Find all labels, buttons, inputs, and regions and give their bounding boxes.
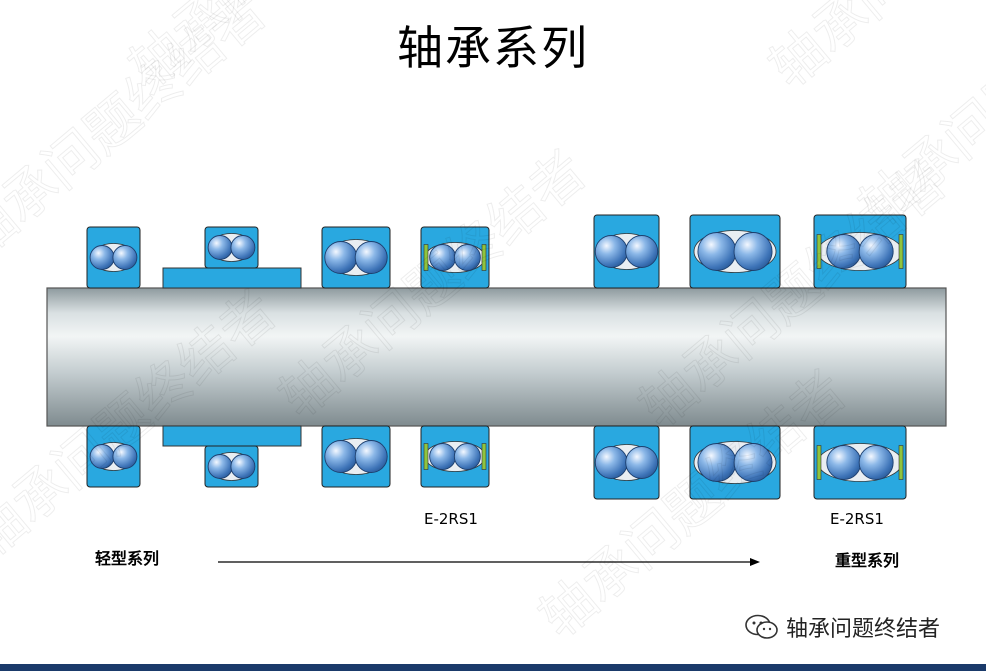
seal	[898, 234, 904, 269]
bearing	[420, 425, 490, 488]
ball	[453, 244, 481, 271]
footer-brand: 轴承问题终结者	[744, 612, 940, 642]
ball	[89, 444, 115, 469]
ball	[733, 443, 773, 482]
ball	[453, 443, 481, 470]
bearing	[86, 226, 141, 289]
ball	[826, 234, 862, 269]
adapter-sleeve-top	[162, 267, 302, 289]
ball	[112, 245, 138, 270]
bearing	[321, 226, 391, 289]
bearing	[321, 425, 391, 488]
bearing	[420, 226, 490, 289]
bearing	[813, 425, 907, 500]
ball	[207, 235, 233, 260]
ball	[858, 234, 894, 269]
bearing	[86, 425, 141, 488]
bearing	[813, 214, 907, 289]
ball	[826, 445, 862, 480]
ball	[207, 454, 233, 479]
ball	[324, 440, 358, 473]
bearing	[593, 425, 660, 500]
seal	[898, 445, 904, 480]
seal	[816, 445, 822, 480]
wechat-icon	[745, 614, 778, 639]
ball	[697, 443, 737, 482]
ball	[625, 446, 659, 479]
ball	[89, 245, 115, 270]
ball	[230, 454, 256, 479]
ball	[594, 235, 628, 268]
seal	[481, 244, 487, 271]
ball	[230, 235, 256, 260]
light-series-label: 轻型系列	[95, 549, 160, 568]
ball	[429, 443, 457, 470]
ball	[354, 241, 388, 274]
heavy-series-label: 重型系列	[835, 551, 900, 570]
bearing	[593, 214, 660, 289]
seal	[423, 244, 429, 271]
ball	[625, 235, 659, 268]
series-arrow-head	[750, 558, 760, 566]
ball	[324, 241, 358, 274]
seal-code-label: E-2RS1	[424, 510, 478, 528]
ball	[354, 440, 388, 473]
ball	[594, 446, 628, 479]
bearing	[204, 445, 259, 488]
ball	[697, 232, 737, 271]
ball	[858, 445, 894, 480]
seal	[816, 234, 822, 269]
ball	[733, 232, 773, 271]
bearing	[204, 226, 259, 269]
shaft	[46, 287, 947, 427]
seal-code-label: E-2RS1	[830, 510, 884, 528]
seal	[481, 443, 487, 470]
bottom-bar	[0, 664, 986, 671]
page-title: 轴承系列	[397, 21, 589, 75]
ball	[112, 444, 138, 469]
bearing	[689, 425, 781, 500]
footer-brand-text: 轴承问题终结者	[786, 617, 941, 642]
ball	[429, 244, 457, 271]
seal	[423, 443, 429, 470]
adapter-sleeve-bottom	[162, 425, 302, 447]
bearing	[689, 214, 781, 289]
